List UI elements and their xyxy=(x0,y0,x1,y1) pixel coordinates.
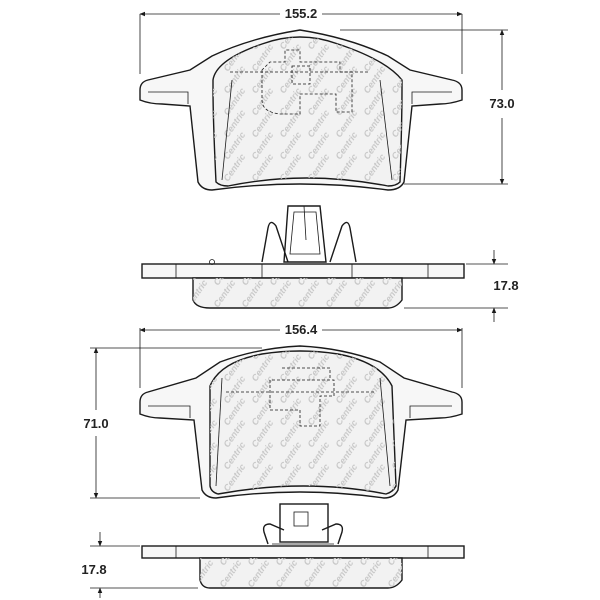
bottom-friction-pad xyxy=(209,350,397,495)
top-friction-pad xyxy=(212,36,403,187)
top-side-friction xyxy=(192,277,403,309)
watermark-text: Centric xyxy=(407,278,433,309)
bottom-sensor-tab xyxy=(279,503,329,543)
bottom-spring-clip xyxy=(262,523,285,545)
watermark-text: Centric xyxy=(413,558,439,589)
bottom-side-backing-plate xyxy=(141,545,465,559)
top-width-dimension: 155.2 xyxy=(139,6,463,74)
bottom-height-label: 71.0 xyxy=(83,416,108,431)
top-height-dimension: 73.0 xyxy=(340,29,515,185)
watermark-text: Centric xyxy=(385,536,411,567)
bottom-width-dimension: 156.4 xyxy=(139,322,463,388)
watermark-text: Centric xyxy=(379,256,405,287)
bottom-width-label: 156.4 xyxy=(285,322,318,337)
bottom-side-friction xyxy=(199,557,403,589)
bottom-thickness-label: 17.8 xyxy=(81,562,106,577)
bottom-thickness-dimension: 17.8 xyxy=(81,532,198,598)
watermark-text: Centric xyxy=(389,330,415,361)
top-spring-clip xyxy=(261,221,289,263)
bottom-height-dimension: 71.0 xyxy=(83,347,262,499)
top-height-label: 73.0 xyxy=(489,96,514,111)
top-side-backing-plate xyxy=(141,263,465,279)
watermark-text: Centric xyxy=(389,20,415,51)
watermark-text: Centric xyxy=(193,20,219,51)
top-thickness-dimension: 17.8 xyxy=(404,250,519,322)
top-thickness-label: 17.8 xyxy=(493,278,518,293)
watermark-text: Centric xyxy=(193,330,219,361)
top-width-label: 155.2 xyxy=(285,6,318,21)
